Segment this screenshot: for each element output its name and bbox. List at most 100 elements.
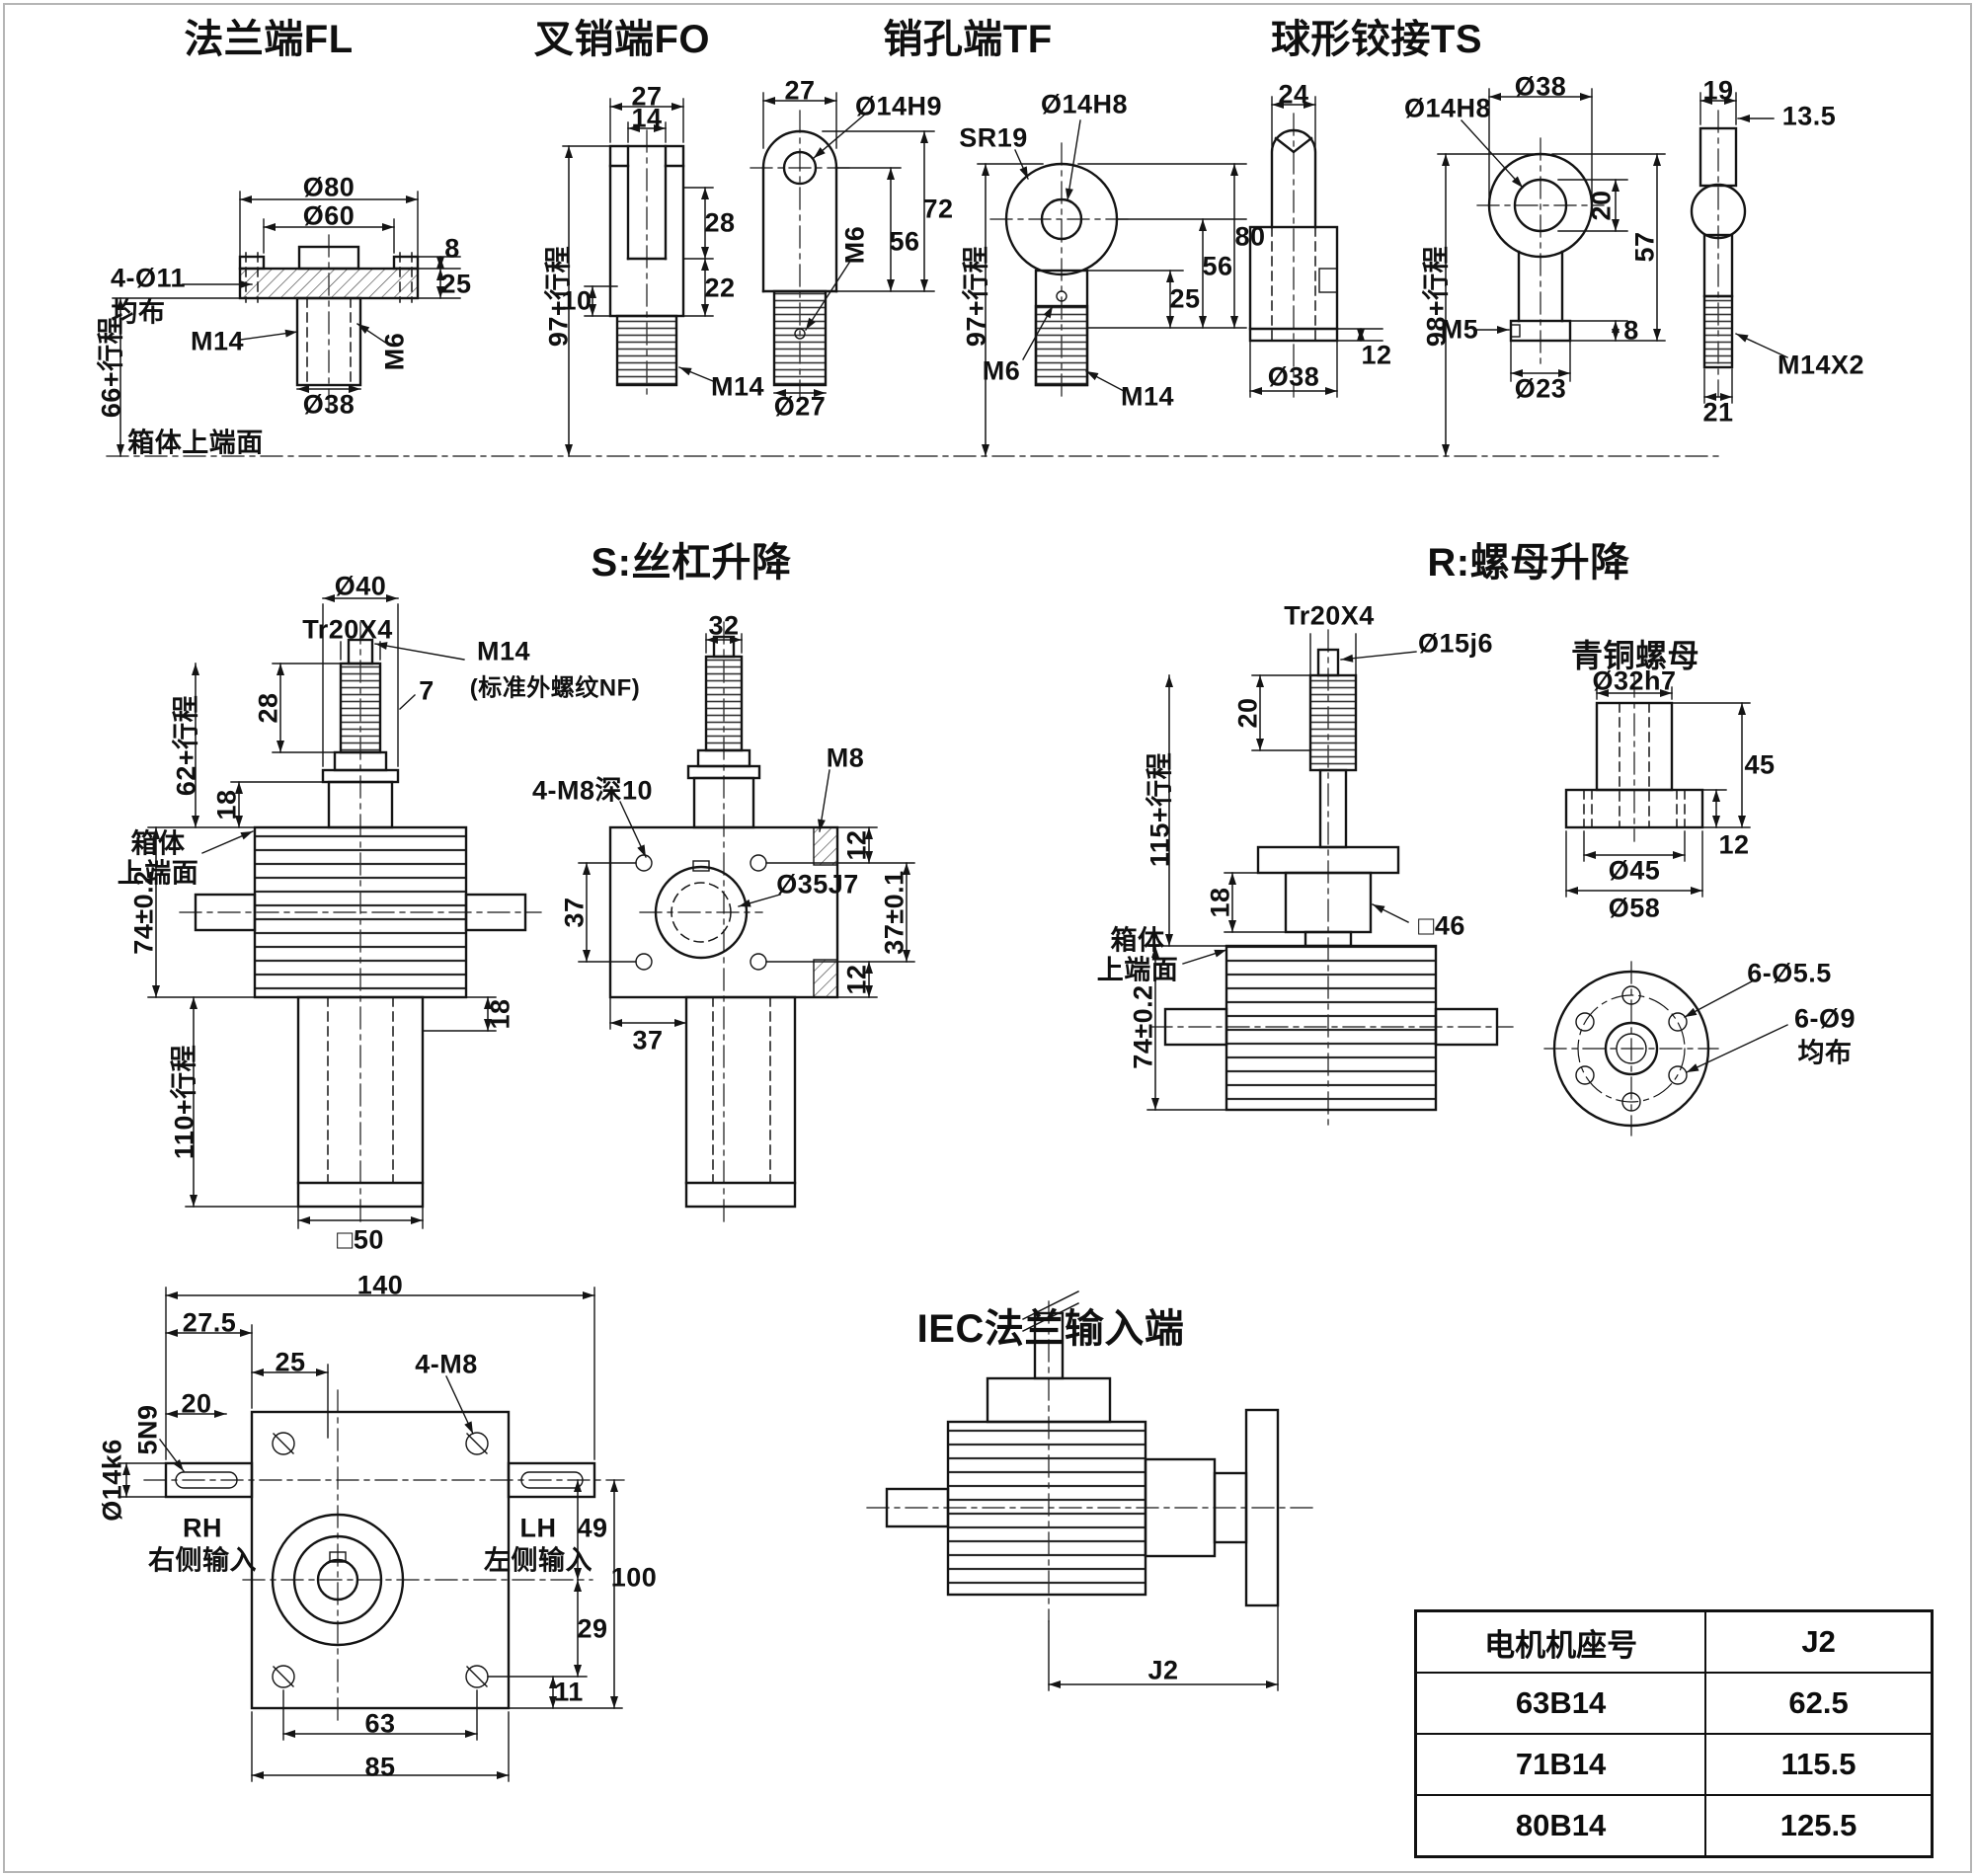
fo-dim-72: 72 <box>922 194 954 224</box>
tf-dim-12: 12 <box>1361 340 1392 370</box>
r-dim-d58: Ø58 <box>1608 893 1661 923</box>
tf-drawing <box>977 96 1383 457</box>
title-ts: 球形铰接TS <box>1270 18 1483 61</box>
s-dim-37-left: 37 <box>559 897 590 928</box>
ts-dim-m5: M5 <box>1440 314 1479 345</box>
s-dim-travel110: 110+行程 <box>169 1044 199 1160</box>
r-dim-6d9: 6-Ø9 <box>1793 1003 1856 1034</box>
s-dim-m8: M8 <box>826 743 865 773</box>
fl-dim-8: 8 <box>444 233 460 264</box>
fl-note-evenly: 均布 <box>111 297 166 328</box>
title-fl: 法兰端FL <box>184 18 354 61</box>
motor-table: 电机机座号 J2 63B14 62.5 71B14 115.5 80B14 12… <box>1414 1609 1934 1858</box>
fo-dim-d14h9: Ø14H9 <box>854 91 943 121</box>
gear-label-rh: RH <box>183 1513 222 1543</box>
s-dim-37tol: 37±0.1 <box>879 870 909 955</box>
ts-dim-19: 19 <box>1702 75 1734 106</box>
title-bronze-nut: 青铜螺母 <box>1570 638 1700 673</box>
fo-dim-27-right: 27 <box>784 75 816 106</box>
s-dim-sq50: □50 <box>337 1224 384 1255</box>
fo-drawing <box>562 92 935 457</box>
table-header-model: 电机机座号 <box>1417 1612 1707 1672</box>
r-dim-d32h7: Ø32h7 <box>1592 665 1677 696</box>
table-header-j2: J2 <box>1801 1624 1836 1659</box>
table-cell-j2: 125.5 <box>1779 1808 1857 1842</box>
ts-dim-21: 21 <box>1702 397 1734 428</box>
gear-dim-140: 140 <box>356 1270 404 1300</box>
r-dim-20: 20 <box>1232 697 1263 729</box>
gear-dim-20: 20 <box>181 1388 212 1419</box>
ts-dim-travel: 98+行程 <box>1421 245 1452 348</box>
r-dim-74: 74±0.2 <box>1128 984 1158 1069</box>
fo-dim-m14: M14 <box>710 371 765 402</box>
r-dim-tr20x4: Tr20X4 <box>1284 600 1375 631</box>
ts-dim-d14h8: Ø14H8 <box>1403 93 1492 123</box>
r-dim-travel115: 115+行程 <box>1145 751 1175 868</box>
r-dim-d15j6: Ø15j6 <box>1417 628 1494 659</box>
s-screw-side <box>578 621 915 1227</box>
fl-dim-m14: M14 <box>190 326 245 356</box>
s-dim-d40: Ø40 <box>334 571 387 601</box>
gear-label-rh-input: 右侧输入 <box>148 1545 257 1576</box>
r-dim-sq46: □46 <box>1418 910 1465 941</box>
tf-dim-25: 25 <box>1169 283 1201 314</box>
table-cell-model: 71B14 <box>1417 1735 1707 1794</box>
title-s-section: S:丝杠升降 <box>591 541 792 585</box>
tf-dim-d38: Ø38 <box>1267 361 1320 392</box>
r-note-box1: 箱体 <box>1110 925 1165 956</box>
ts-dim-13-5: 13.5 <box>1781 101 1837 131</box>
iec-view <box>866 1290 1314 1691</box>
s-dim-32: 32 <box>708 610 740 641</box>
r-dim-12: 12 <box>1718 829 1750 860</box>
s-dim-travel62: 62+行程 <box>171 694 201 797</box>
tf-dim-24: 24 <box>1278 79 1309 110</box>
r-dim-45: 45 <box>1744 749 1776 780</box>
tf-dim-d14h8: Ø14H8 <box>1040 89 1129 119</box>
title-r-section: R:螺母升降 <box>1427 541 1630 585</box>
fo-dim-14: 14 <box>631 103 663 133</box>
tf-dim-sr19: SR19 <box>959 122 1028 153</box>
fl-drawing <box>112 191 461 457</box>
s-dim-tr20x4: Tr20X4 <box>302 614 393 645</box>
note-box-top-face: 箱体上端面 <box>127 428 264 458</box>
s-dim-28: 28 <box>253 692 283 724</box>
ts-dim-d38: Ø38 <box>1514 71 1567 102</box>
gear-dim-5n9: 5N9 <box>132 1404 163 1455</box>
ts-dim-8: 8 <box>1623 315 1639 346</box>
r-dim-d45: Ø45 <box>1608 855 1661 886</box>
r-dim-6d55: 6-Ø5.5 <box>1747 958 1832 988</box>
gear-dim-100: 100 <box>610 1562 658 1593</box>
s-dim-d35j7: Ø35J7 <box>776 869 859 899</box>
table-row: 71B14 115.5 <box>1417 1733 1931 1794</box>
r-note-box2: 上端面 <box>1096 955 1179 985</box>
fo-dim-27-left: 27 <box>631 81 663 112</box>
s-dim-18-lower: 18 <box>485 998 515 1030</box>
s-dim-12-bot: 12 <box>841 964 872 995</box>
s-dim-7: 7 <box>419 675 434 706</box>
ts-drawing <box>1437 88 1788 457</box>
table-row: 63B14 62.5 <box>1417 1672 1931 1733</box>
s-dim-74: 74±0.2 <box>128 870 159 955</box>
fl-dim-m6: M6 <box>379 332 410 371</box>
title-tf: 销孔端TF <box>883 18 1053 61</box>
gearbox-front <box>118 1287 625 1782</box>
gear-dim-27-5: 27.5 <box>182 1307 237 1338</box>
gear-dim-d14k6: Ø14k6 <box>97 1439 127 1522</box>
gear-dim-85: 85 <box>364 1752 396 1782</box>
gear-label-lh-input: 左侧输入 <box>484 1545 592 1576</box>
s-note-box1: 箱体 <box>130 828 186 859</box>
ts-dim-d23: Ø23 <box>1514 373 1567 404</box>
fl-dim-d60: Ø60 <box>302 200 356 231</box>
tf-dim-56: 56 <box>1202 251 1233 281</box>
tf-dim-80: 80 <box>1234 221 1266 252</box>
fl-dim-d80: Ø80 <box>302 172 356 202</box>
iec-dim-j2: J2 <box>1147 1655 1179 1685</box>
table-cell-j2: 115.5 <box>1780 1747 1856 1781</box>
gear-dim-11: 11 <box>554 1677 584 1707</box>
s-dim-m14: M14 <box>476 636 531 666</box>
bronze-nut-views <box>1543 674 1788 1136</box>
table-row: 80B14 125.5 <box>1417 1794 1931 1855</box>
fo-dim-56: 56 <box>889 226 920 257</box>
